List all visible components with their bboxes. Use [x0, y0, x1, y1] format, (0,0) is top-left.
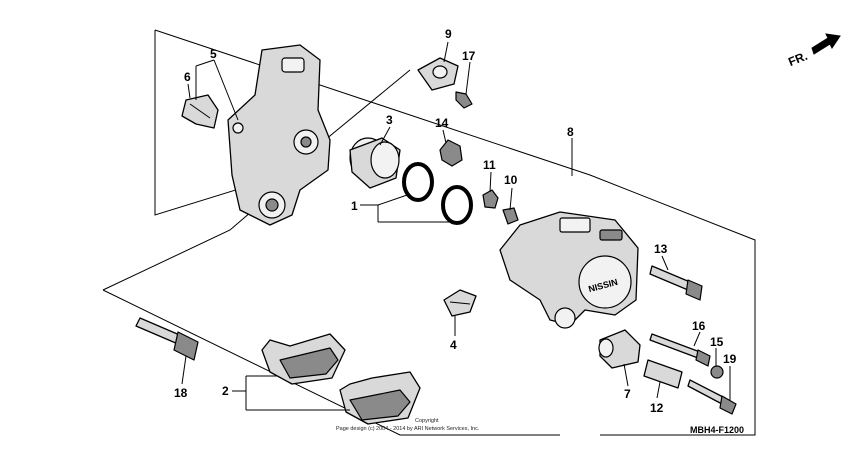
bleeder-screw[interactable]	[482, 189, 499, 209]
callout-18[interactable]: 18	[174, 386, 188, 400]
caliper-bracket[interactable]	[227, 44, 331, 226]
pin-sleeve[interactable]	[643, 359, 683, 389]
callout-6[interactable]: 6	[184, 70, 191, 84]
copyright-line-2: Page design (c) 2004 - 2014 by ARI Netwo…	[336, 426, 480, 432]
piston-seal-set[interactable]	[402, 162, 473, 225]
callout-14[interactable]: 14	[435, 116, 449, 130]
callout-13[interactable]: 13	[654, 242, 668, 256]
direction-label: FR.	[786, 49, 809, 69]
copyright-line-1: Copyright	[415, 418, 439, 424]
mounting-bolt-19[interactable]	[687, 379, 737, 415]
leader-lines	[181, 41, 731, 411]
caliper-piston[interactable]	[349, 137, 401, 189]
callout-3[interactable]: 3	[386, 113, 393, 127]
callout-7[interactable]: 7	[624, 387, 631, 401]
callout-15[interactable]: 15	[710, 335, 724, 349]
caliper-body[interactable]: NISSIN	[499, 211, 639, 329]
clamp-bolt[interactable]	[455, 91, 473, 109]
callout-8[interactable]: 8	[567, 125, 574, 139]
caliper-pin-bolt[interactable]	[649, 265, 703, 301]
callout-2[interactable]: 2	[222, 384, 229, 398]
bleeder-cap[interactable]	[439, 139, 463, 167]
pad-spring[interactable]	[181, 94, 219, 129]
pin-boot[interactable]	[598, 329, 641, 369]
pad-pin-bolt[interactable]	[649, 333, 711, 367]
callout-12[interactable]: 12	[650, 401, 664, 415]
callout-9[interactable]: 9	[445, 27, 452, 41]
mounting-bolt-18[interactable]	[135, 317, 199, 361]
callout-19[interactable]: 19	[723, 352, 737, 366]
callout-labels: 1 2 3 4 5 6 7 8 9 10 11 12 13 14 15 16 1…	[174, 27, 737, 415]
washer-nut[interactable]	[710, 365, 724, 379]
callout-4[interactable]: 4	[450, 338, 457, 352]
pad-pin-plug[interactable]	[502, 207, 519, 225]
pad-retainer[interactable]	[443, 289, 477, 317]
callout-1[interactable]: 1	[351, 199, 358, 213]
callout-5[interactable]: 5	[210, 47, 217, 61]
diagram-code: MBH4-F1200	[690, 425, 744, 435]
callout-11[interactable]: 11	[483, 158, 496, 172]
front-direction-indicator: FR.	[786, 33, 841, 69]
callout-16[interactable]: 16	[692, 319, 706, 333]
front-arrow-icon	[811, 33, 841, 55]
callout-10[interactable]: 10	[504, 173, 518, 187]
hose-clamp[interactable]	[417, 57, 459, 91]
callout-17[interactable]: 17	[462, 49, 476, 63]
